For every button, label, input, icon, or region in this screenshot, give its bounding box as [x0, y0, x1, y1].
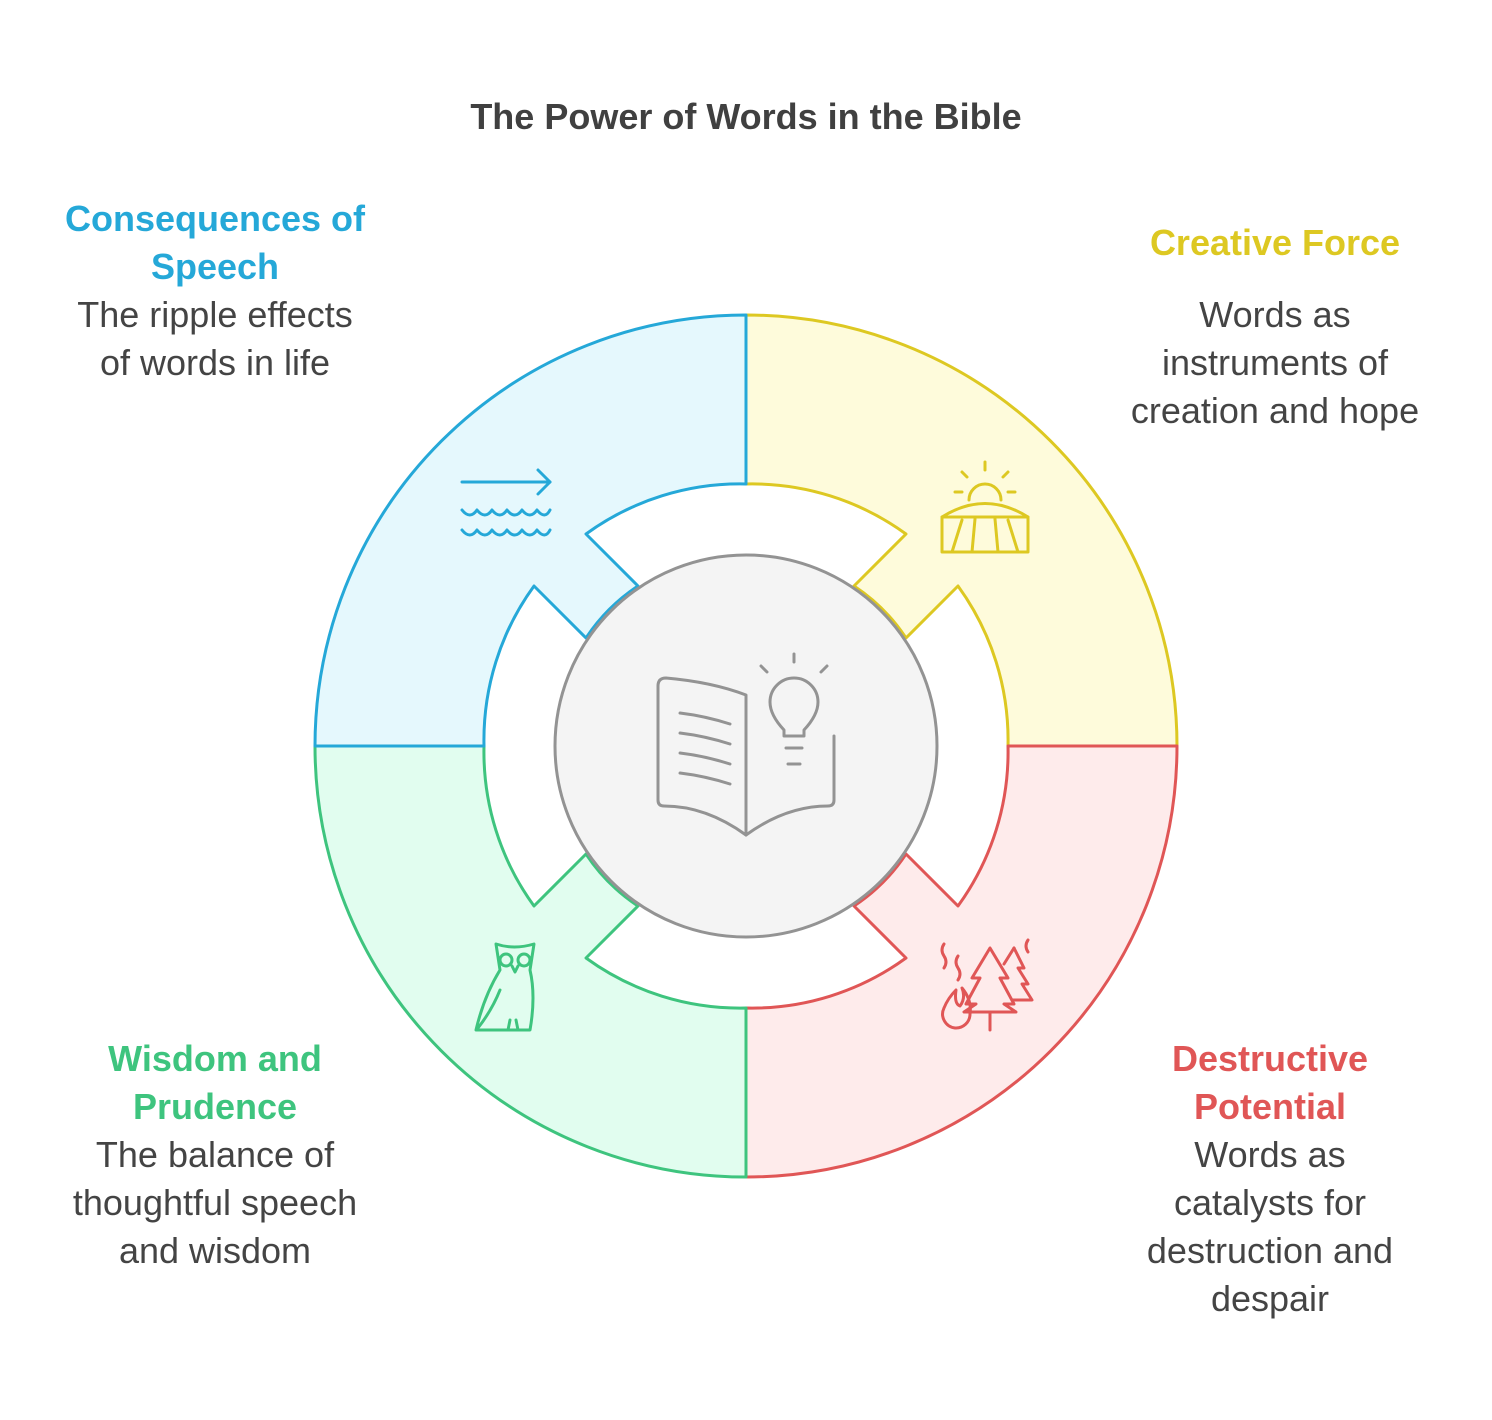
- creative-label: Creative Force: [1090, 219, 1460, 267]
- destructive-label: Destructive Potential: [1085, 1035, 1455, 1131]
- creative-description-line-1: Words as: [1199, 294, 1351, 335]
- destructive-description-line-1: Words as: [1194, 1134, 1346, 1175]
- owl-icon: [474, 942, 536, 1032]
- segment-consequences: [313, 313, 748, 748]
- destructive-description-line-4: despair: [1210, 1278, 1330, 1319]
- consequences-label: Consequences of Speech: [30, 195, 400, 291]
- wisdom-description-line-2: thoughtful speech: [72, 1182, 358, 1223]
- consequences-label-line-2: Speech: [150, 246, 280, 287]
- open-book-lightbulb-icon: [656, 652, 836, 837]
- wisdom-description-line-3: and wisdom: [118, 1230, 312, 1271]
- destructive-description: Words as catalysts for destruction and d…: [1085, 1131, 1455, 1323]
- creative-description: Words as instruments of creation and hop…: [1090, 291, 1460, 435]
- consequences-description-line-1: The ripple effects: [77, 294, 353, 335]
- consequences-label-line-1: Consequences of: [64, 198, 366, 239]
- creative-label-line-1: Creative Force: [1149, 222, 1401, 263]
- creative-description-line-2: instruments of: [1161, 342, 1389, 383]
- wisdom-description: The balance of thoughtful speech and wis…: [30, 1131, 400, 1275]
- creative-description-line-3: creation and hope: [1130, 390, 1420, 431]
- destructive-label-line-1: Destructive: [1171, 1038, 1369, 1079]
- forest-fire-icon: [940, 938, 1034, 1032]
- diagram-title: The Power of Words in the Bible: [470, 96, 1022, 137]
- consequences-description: The ripple effects of words in life: [30, 291, 400, 387]
- sunrise-field-icon: [940, 460, 1030, 554]
- wisdom-label-line-2: Prudence: [132, 1086, 298, 1127]
- destructive-description-line-2: catalysts for: [1173, 1182, 1367, 1223]
- consequences-description-line-2: of words in life: [99, 342, 331, 383]
- wisdom-description-line-1: The balance of: [95, 1134, 335, 1175]
- waves-arrow-icon: [460, 468, 552, 537]
- wisdom-label-line-1: Wisdom and: [108, 1038, 322, 1079]
- destructive-description-line-3: destruction and: [1146, 1230, 1394, 1271]
- wisdom-label: Wisdom and Prudence: [30, 1035, 400, 1131]
- destructive-label-line-2: Potential: [1193, 1086, 1346, 1127]
